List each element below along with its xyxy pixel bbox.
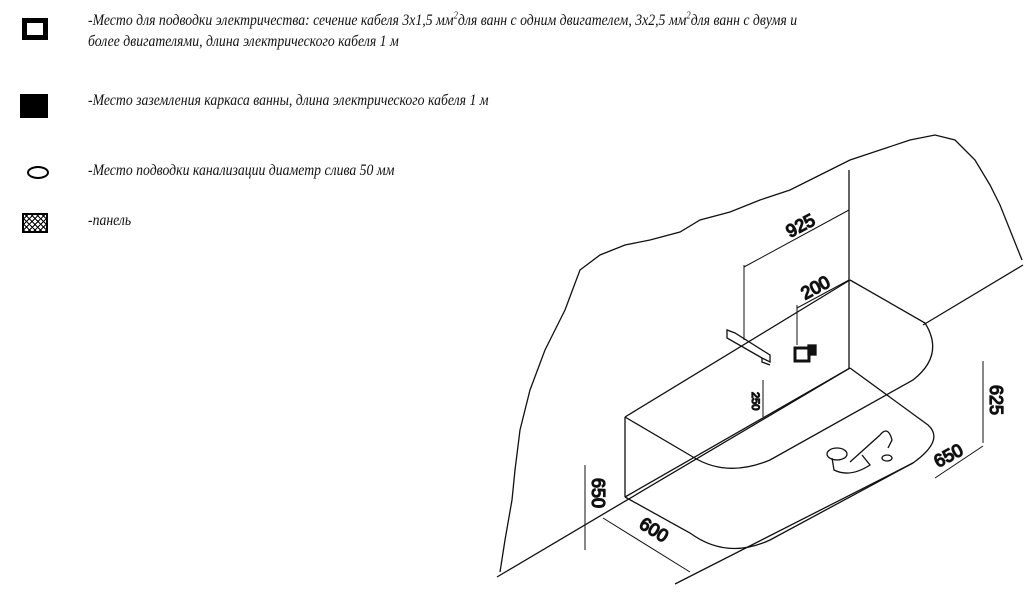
superscript: 2 <box>686 10 691 22</box>
text-part: более двигателями, длина электрического … <box>88 33 399 50</box>
legend-text-drain: -Место подводки канализации диаметр слив… <box>88 162 395 179</box>
floor-line-right <box>922 264 1024 326</box>
dim-200: 200 <box>797 272 833 304</box>
filled-square-icon <box>20 94 48 118</box>
dim-650-left: 650 <box>588 478 608 508</box>
dim-250: 250 <box>749 392 761 410</box>
tub-base <box>624 367 935 550</box>
drain-siphon-icon <box>826 430 893 474</box>
ellipse-icon <box>27 166 49 179</box>
legend-text-electricity: -Место для подводки электричества: сечен… <box>88 10 1033 52</box>
dimension-lines <box>584 209 984 573</box>
ground-icon <box>807 344 817 356</box>
tub-back-bottom <box>624 367 851 498</box>
dim-925: 925 <box>782 210 818 242</box>
floor-line-left <box>496 367 851 578</box>
tub-rim <box>624 279 934 469</box>
floor-front-line <box>674 462 914 585</box>
text-part: для ванн с двумя и <box>690 12 798 29</box>
text-part: -Место для подводки электричества: сечен… <box>88 12 454 29</box>
superscript: 2 <box>453 10 458 22</box>
text-part: для ванн с одним двигателем, 3х2,5 мм <box>457 12 687 29</box>
legend-text-panel: -панель <box>88 212 132 229</box>
electric-socket-icon <box>793 346 811 363</box>
faucet-icon <box>726 329 771 366</box>
legend-text-grounding: -Место заземления каркаса ванны, длина э… <box>88 92 489 109</box>
tub-back-edge <box>624 279 851 418</box>
wall-outline <box>499 134 1023 573</box>
dim-650-right: 650 <box>930 440 966 472</box>
crosshatch-square-icon <box>22 213 48 233</box>
hollow-square-icon <box>22 18 48 40</box>
dim-625: 625 <box>986 385 1006 415</box>
